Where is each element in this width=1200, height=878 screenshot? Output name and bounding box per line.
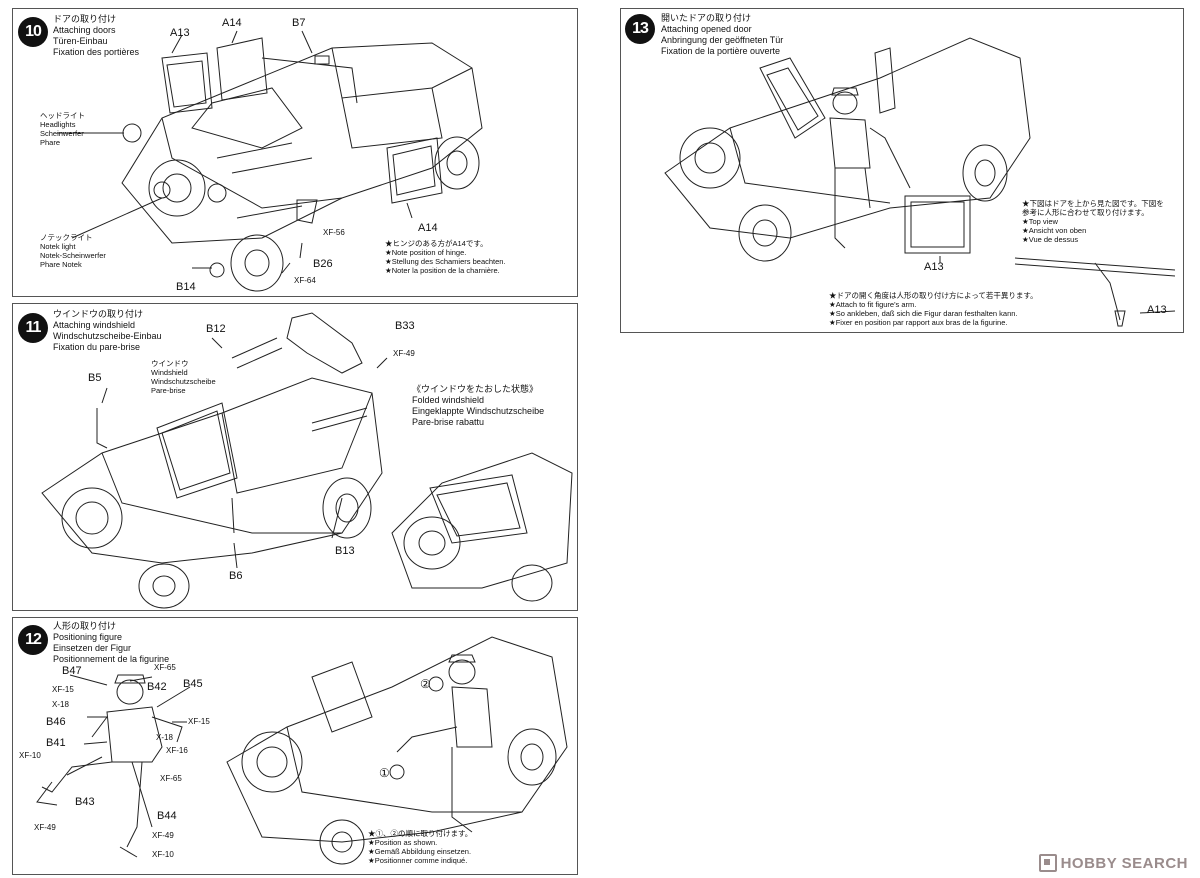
step-13-panel [620, 8, 1184, 333]
top-view-note: ★下図はドアを上から見た図です。下図を 参考に人形に合わせて取り付けます。 ★T… [1022, 199, 1164, 244]
part-label-b33: B33 [395, 320, 415, 332]
part-label-b12: B12 [206, 323, 226, 335]
part-label-b26: B26 [313, 258, 333, 270]
part-label-b14: B14 [176, 281, 196, 293]
step-11-title: ウインドウの取り付け Attaching windshield Windschu… [53, 309, 162, 352]
notek-light-label: ノテックライト Notek light Notek-Scheinwerfer P… [40, 233, 106, 269]
color-label-xf15-right: XF-15 [188, 717, 210, 726]
color-label-x18-right: X-18 [156, 733, 173, 742]
part-label-b5: B5 [88, 372, 102, 384]
part-label-b6: B6 [229, 570, 243, 582]
color-label-xf65-mid: XF-65 [160, 774, 182, 783]
hinge-note: ★ヒンジのある方がA14です。 ★Note position of hinge.… [385, 239, 506, 275]
color-label-xf49-left: XF-49 [34, 823, 56, 832]
color-label-xf64: XF-64 [294, 276, 316, 285]
step-12-title: 人形の取り付け Positioning figure Einsetzen der… [53, 621, 170, 664]
color-label-xf16: XF-16 [166, 746, 188, 755]
step-10-vehicle-illustration [12, 8, 578, 297]
part-label-a13: A13 [170, 27, 190, 39]
door-angle-note: ★ドアの開く角度は人形の取り付け方によって若干異ります。 ★Attach to … [829, 291, 1038, 327]
part-label-b41: B41 [46, 737, 66, 749]
part-label-b47: B47 [62, 665, 82, 677]
color-label-xf49: XF-49 [393, 349, 415, 358]
color-label-xf10-right: XF-10 [152, 850, 174, 859]
step-11-vehicle-illustration [12, 303, 578, 611]
step-12-number: 12 [18, 625, 48, 655]
color-label-xf49-right: XF-49 [152, 831, 174, 840]
part-label-b45: B45 [183, 678, 203, 690]
part-label-a13-door: A13 [924, 261, 944, 273]
color-label-xf65-top: XF-65 [154, 663, 176, 672]
step-13-title: 開いたドアの取り付け Attaching opened door Anbring… [661, 13, 784, 56]
step-13-number: 13 [625, 14, 655, 44]
figure-order-note: ★①、②の順に取り付けます。 ★Position as shown. ★Gemä… [368, 829, 473, 865]
step-12-panel [12, 617, 578, 875]
step-10-title: ドアの取り付け Attaching doors Türen-Einbau Fix… [53, 14, 140, 57]
step-13-illustration [620, 8, 1184, 333]
step-10-panel [12, 8, 578, 297]
headlights-label: ヘッドライト Headlights Scheinwerfer Phare [40, 111, 85, 147]
step-12-illustration [12, 617, 578, 875]
hobby-search-watermark: HOBBY SEARCH [1038, 854, 1188, 872]
color-label-xf10-left: XF-10 [19, 751, 41, 760]
color-label-xf15-left: XF-15 [52, 685, 74, 694]
color-label-x18-left: X-18 [52, 700, 69, 709]
color-label-xf56: XF-56 [323, 228, 345, 237]
step-11-number: 11 [18, 313, 48, 343]
part-label-b13: B13 [335, 545, 355, 557]
step-marker-1: ① [379, 766, 390, 780]
hobby-search-logo-icon [1038, 854, 1057, 872]
windshield-label: ウインドウ Windshield Windschutzscheibe Pare-… [151, 359, 216, 395]
folded-windshield-label: 《ウインドウをたおした状態》 Folded windshield Eingekl… [412, 384, 545, 427]
part-label-b7: B7 [292, 17, 306, 29]
part-label-b42: B42 [147, 681, 167, 693]
part-label-b44: B44 [157, 810, 177, 822]
part-label-a13-topview: A13 [1147, 304, 1167, 316]
part-label-b46: B46 [46, 716, 66, 728]
part-label-a14-lower: A14 [418, 222, 438, 234]
step-marker-2: ② [420, 677, 431, 691]
part-label-b43: B43 [75, 796, 95, 808]
step-11-panel [12, 303, 578, 611]
part-label-a14: A14 [222, 17, 242, 29]
step-10-number: 10 [18, 17, 48, 47]
